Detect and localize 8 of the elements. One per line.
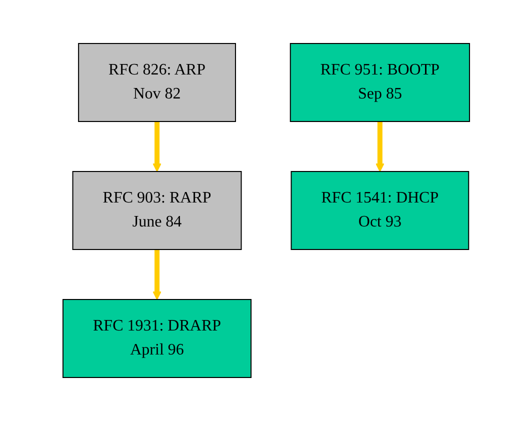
arrow [375, 122, 384, 172]
node-box: RFC 903: RARP June 84 [72, 171, 242, 250]
arrow [152, 122, 162, 172]
node-box: RFC 951: BOOTP Sep 85 [290, 43, 470, 122]
node-box: RFC 1541: DHCP Oct 93 [290, 171, 469, 250]
node-box: RFC 1931: DRARP April 96 [62, 299, 252, 378]
node-box: RFC 826: ARP Nov 82 [78, 43, 236, 122]
arrow [152, 250, 162, 300]
